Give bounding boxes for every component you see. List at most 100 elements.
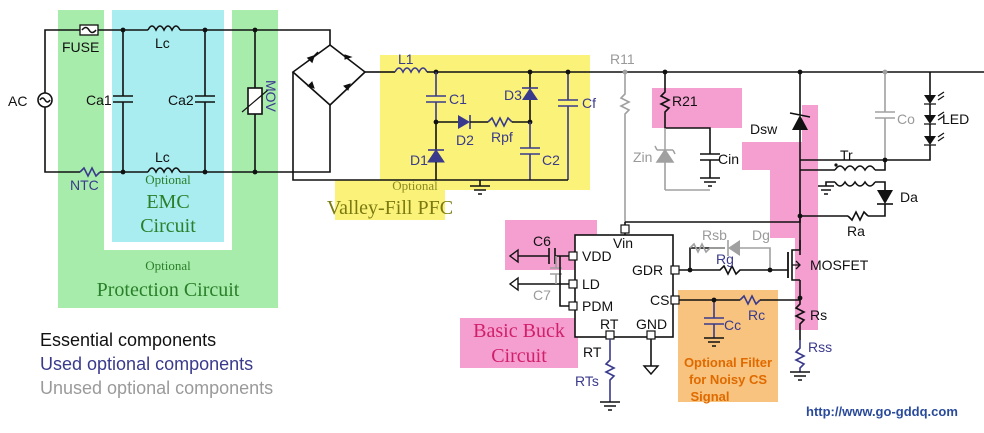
label-ac: AC xyxy=(8,93,27,109)
label-cf: Cf xyxy=(582,95,596,111)
label-rs: Rs xyxy=(810,307,827,323)
label-l1: L1 xyxy=(398,51,414,67)
emc-title-line1: EMC xyxy=(146,191,189,213)
ca1-symbol xyxy=(113,30,133,172)
buck-title-line1: Basic Buck xyxy=(473,320,565,342)
led-1-icon xyxy=(924,95,936,104)
rpf-symbol xyxy=(487,116,513,128)
c7-symbol xyxy=(550,256,562,284)
protection-title: Protection Circuit xyxy=(97,279,240,301)
label-zin: Zin xyxy=(633,149,652,165)
rsb-symbol xyxy=(689,242,725,254)
c2-symbol xyxy=(520,122,540,180)
zin-symbol xyxy=(655,128,675,163)
co-symbol xyxy=(875,72,895,160)
tr-ground-icon xyxy=(818,181,835,195)
led-3-icon xyxy=(924,136,936,145)
label-pin-ld: LD xyxy=(582,276,600,292)
cc-ground-icon xyxy=(704,337,724,347)
rg-symbol xyxy=(690,264,788,276)
label-pin-cs: CS xyxy=(650,292,669,308)
tr-primary-symbol xyxy=(834,165,876,172)
label-r21: R21 xyxy=(672,93,698,109)
cf-symbol xyxy=(558,72,578,180)
label-pin-gnd: GND xyxy=(636,316,667,332)
ra-symbol xyxy=(847,210,869,222)
label-pin-vin: Vin xyxy=(613,235,633,251)
label-tr: Tr xyxy=(840,147,853,163)
label-rt: RT xyxy=(583,344,602,360)
l1-symbol xyxy=(394,67,428,74)
dg-symbol xyxy=(728,240,740,256)
label-cc: Cc xyxy=(724,317,741,333)
cin-symbol xyxy=(700,146,720,178)
label-c7: C7 xyxy=(533,287,551,303)
component-labels: AC FUSE NTC Lc Lc Ca1 Ca2 MOV L1 C1 D1 D… xyxy=(8,35,969,389)
c6-ground-icon xyxy=(508,248,519,264)
input-section xyxy=(37,24,331,178)
r11-symbol xyxy=(619,72,631,222)
gnd-pin-ground-icon xyxy=(642,365,660,376)
bridge-rectifier xyxy=(291,43,380,181)
label-pin-pdm: PDM xyxy=(582,298,613,314)
label-mosfet: MOSFET xyxy=(810,257,869,273)
r21-symbol xyxy=(659,72,711,146)
rss-symbol xyxy=(794,340,806,372)
label-dsw: Dsw xyxy=(750,121,778,137)
label-lc-bottom: Lc xyxy=(155,149,170,165)
label-led: LED xyxy=(942,111,969,127)
label-co: Co xyxy=(897,111,915,127)
label-d1: D1 xyxy=(410,152,428,168)
label-rc: Rc xyxy=(748,307,765,323)
ic-body xyxy=(574,234,674,338)
label-fuse: FUSE xyxy=(62,39,99,55)
pfc-title-block xyxy=(335,180,445,220)
ac-wave xyxy=(39,97,51,103)
label-c2: C2 xyxy=(542,152,560,168)
label-ra: Ra xyxy=(847,223,865,239)
label-cin: Cin xyxy=(718,151,739,167)
protection-optional-label: Optional xyxy=(145,258,191,273)
label-pin-rt: RT xyxy=(600,316,619,332)
led-2-icon xyxy=(924,115,936,124)
label-rss: Rss xyxy=(808,339,832,355)
pfc-ground-icon xyxy=(470,180,490,195)
filter-title-line3: Signal xyxy=(690,389,729,404)
c1-symbol xyxy=(426,72,446,122)
lc-bottom-symbol xyxy=(147,167,181,174)
label-rg: Rg xyxy=(716,251,734,267)
rc-symbol xyxy=(739,294,761,306)
emc-optional-label: Optional xyxy=(145,172,191,187)
dsw-symbol xyxy=(792,115,808,130)
legend-essential: Essential components xyxy=(40,330,217,350)
label-rsb: Rsb xyxy=(702,227,727,243)
label-r11: R11 xyxy=(610,51,635,67)
block-titles: Optional EMC Circuit Optional Protection… xyxy=(97,172,772,404)
label-d3: D3 xyxy=(504,87,522,103)
rss-ground-icon xyxy=(790,371,810,381)
label-ntc: NTC xyxy=(70,177,99,193)
label-c1: C1 xyxy=(449,91,467,107)
pfc-title: Valley-Fill PFC xyxy=(327,197,453,219)
rts-symbol xyxy=(604,339,616,402)
label-dg: Dg xyxy=(752,227,770,243)
buck-title-block xyxy=(460,318,578,368)
rs-symbol xyxy=(794,298,806,340)
rt-ground-icon xyxy=(600,401,620,411)
da-symbol xyxy=(877,190,893,204)
legend-unused-optional: Unused optional components xyxy=(40,378,274,398)
pfc-optional-label: Optional xyxy=(392,178,438,193)
emc-title-line2: Circuit xyxy=(140,215,196,237)
label-c6: C6 xyxy=(533,233,551,249)
label-pin-vdd: VDD xyxy=(582,248,612,264)
label-da: Da xyxy=(900,189,918,205)
cin-ground-icon xyxy=(700,177,720,187)
label-ca1: Ca1 xyxy=(86,92,112,108)
cc-symbol xyxy=(704,300,724,338)
ld-ground-icon xyxy=(508,276,519,292)
legend-used-optional: Used optional components xyxy=(40,354,254,374)
ca2-symbol xyxy=(195,30,215,172)
label-pin-gdr: GDR xyxy=(632,262,663,278)
